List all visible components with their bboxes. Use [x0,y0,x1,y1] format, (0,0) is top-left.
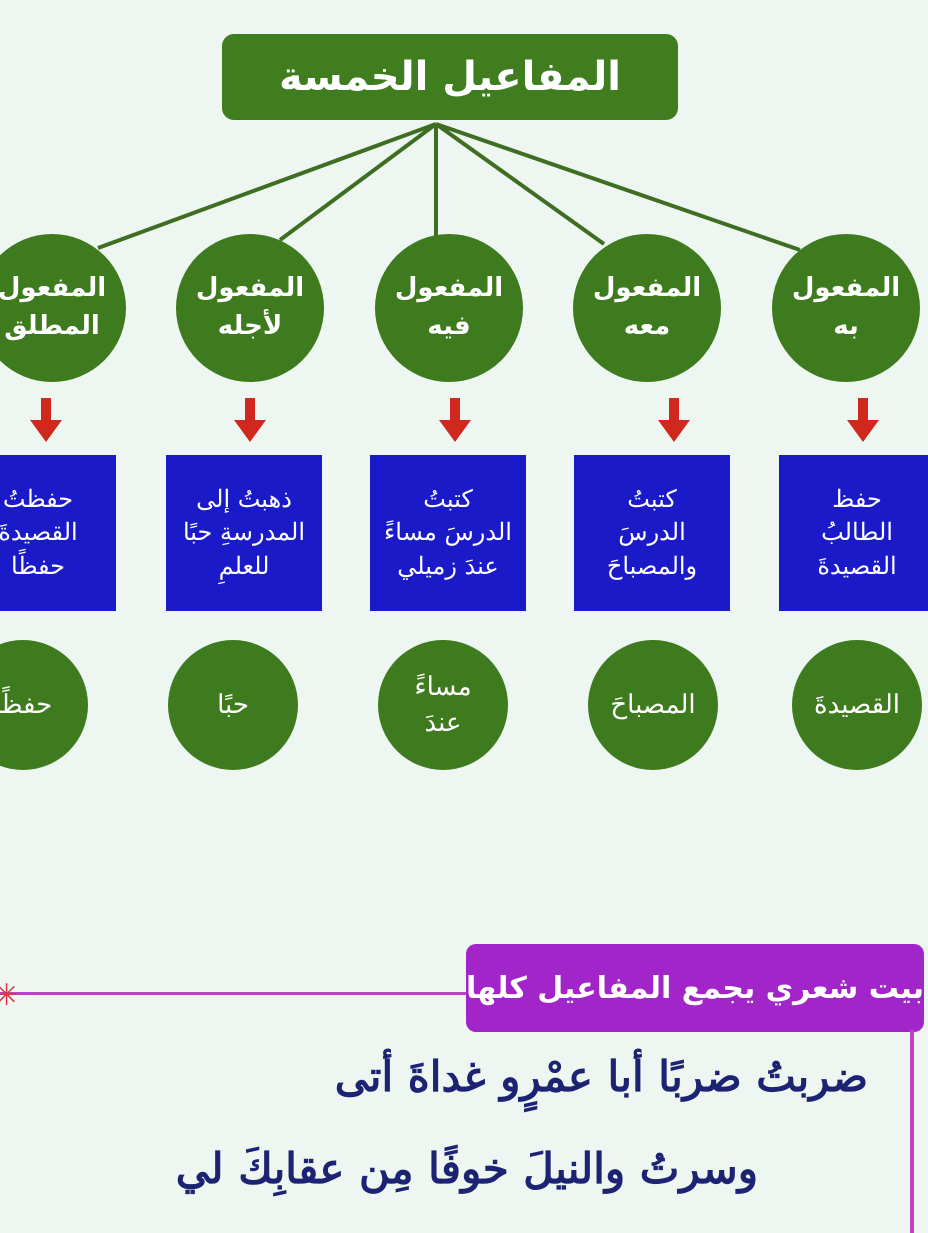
down-arrow-icon [30,398,62,442]
category-label: المفعول [791,273,901,304]
verse-frame-right [910,1030,914,1233]
answer-label: القصيدةَ [814,689,900,720]
category-label: المطلق [4,311,100,341]
answer-label: حبًا [217,689,249,720]
example-line: عندَ زميلي [397,551,499,580]
example-line: القصيدةَ [0,518,78,547]
down-arrow-icon [439,398,471,442]
example-card-absolute: حفظتُ القصيدةَ حفظًا [0,455,116,611]
category-label: المفعول [592,273,702,304]
down-arrow-icon [658,398,690,442]
example-line: حفظ [832,484,882,513]
spark-icon: ✳ [0,978,20,1013]
category-circle-adverb: المفعول فيه [375,234,523,382]
example-line: الدرسَ [618,518,686,547]
category-circle-absolute: المفعول المطلق [0,234,126,382]
connector-line [435,122,801,252]
verse-line-1: ضربتُ ضربًا أبا عمْرٍو غداةَ أتى [334,1052,868,1101]
example-line: حفظًا [11,551,65,580]
verse-label: بيت شعري يجمع المفاعيل كلها [466,944,924,1032]
example-line: القصيدةَ [817,551,897,580]
answer-circle-object: القصيدةَ [792,640,922,770]
example-line: المدرسةِ حبًا [182,518,306,547]
example-line: الدرسَ مساءً [384,518,512,547]
example-line: والمصباحَ [606,551,698,580]
example-card-purpose: ذهبتُ إلى المدرسةِ حبًا للعلمِ [166,455,322,611]
example-line: الطالبُ [821,518,893,547]
category-label: لأجله [217,311,283,341]
category-label: معه [623,311,671,341]
answer-circle-adverb: مساءً عندَ [378,640,508,770]
down-arrow-icon [847,398,879,442]
answer-label: مساءً [414,671,472,702]
connector-line [278,122,438,242]
example-card-object: حفظ الطالبُ القصيدةَ [779,455,928,611]
category-label: المفعول [195,273,305,304]
category-circle-object: المفعول به [772,234,920,382]
category-circle-purpose: المفعول لأجله [176,234,324,382]
verse-frame-top [0,992,468,995]
connector-line [434,122,606,246]
category-label: المفعول [394,273,504,304]
answer-label: عندَ [424,708,462,738]
example-line: كتبتُ [627,484,677,513]
example-line: كتبتُ [423,484,473,513]
example-card-accompaniment: كتبتُ الدرسَ والمصباحَ [574,455,730,611]
verse-line-2: وسرتُ والنيلَ خوفًا مِن عقابِكَ لي [175,1144,758,1193]
connector-line [97,122,437,250]
category-label: المفعول [0,273,107,304]
answer-label: حفظًا [0,689,53,720]
category-label: به [833,311,859,341]
answer-label: المصباحَ [610,689,696,720]
example-line: حفظتُ [2,484,74,513]
category-label: فيه [427,311,471,341]
category-circle-accompaniment: المفعول معه [573,234,721,382]
answer-circle-purpose: حبًا [168,640,298,770]
answer-circle-accompaniment: المصباحَ [588,640,718,770]
down-arrow-icon [234,398,266,442]
example-line: ذهبتُ إلى [196,484,292,513]
diagram-title: المفاعيل الخمسة [222,34,678,120]
example-card-adverb: كتبتُ الدرسَ مساءً عندَ زميلي [370,455,526,611]
example-line: للعلمِ [218,551,270,580]
